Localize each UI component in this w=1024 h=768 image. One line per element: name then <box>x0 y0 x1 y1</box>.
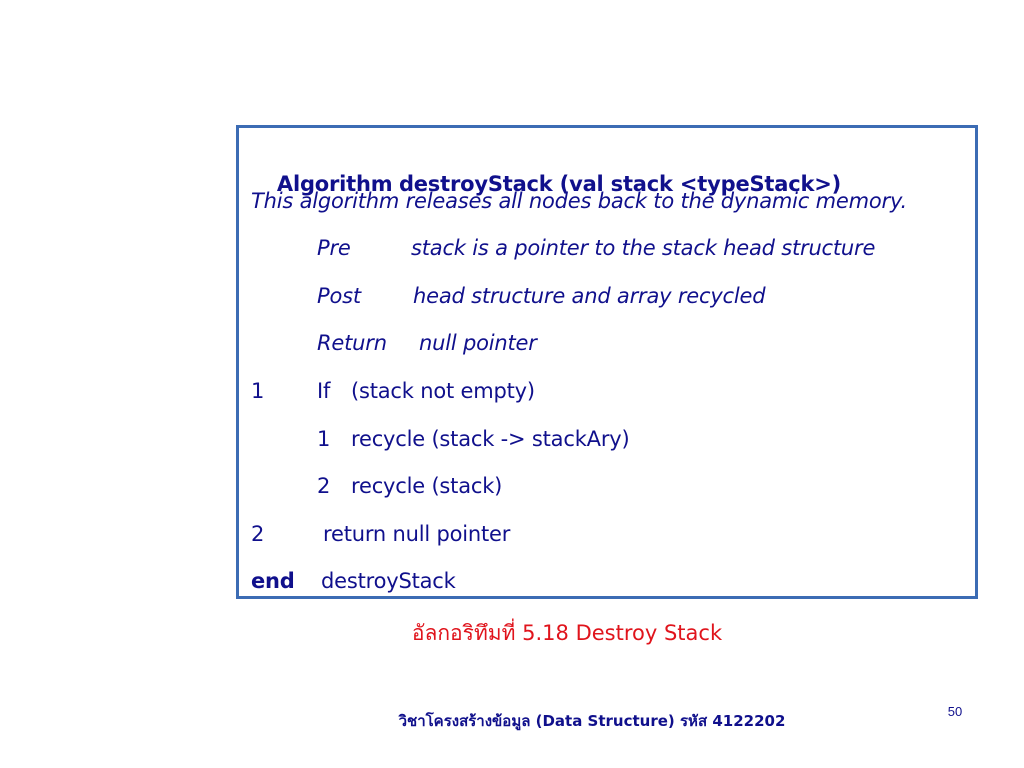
step-line: 1 recycle (stack -> stackAry) <box>251 424 630 454</box>
step-number: 1 <box>251 379 265 403</box>
postcondition-line: Post head structure and array recycled <box>251 281 766 311</box>
step-text: return null pointer <box>323 522 511 546</box>
step-number: 2 <box>317 474 331 498</box>
step-line: 2 return null pointer <box>251 519 510 549</box>
step-line: 1 If (stack not empty) <box>251 376 535 406</box>
step-keyword: If <box>317 379 331 403</box>
return-label: Return <box>317 331 387 355</box>
return-line: Return null pointer <box>251 328 537 358</box>
return-text: null pointer <box>419 331 537 355</box>
algorithm-signature: destroyStack (val stack <typeStack>) <box>398 172 842 196</box>
page-number: 50 <box>947 704 963 719</box>
post-label: Post <box>317 284 361 308</box>
pre-label: Pre <box>317 236 351 260</box>
algorithm-description: This algorithm releases all nodes back t… <box>251 189 908 213</box>
course-footer: วิชาโครงสร้างข้อมูล (Data Structure) รหั… <box>398 712 786 730</box>
figure-caption: อัลกอริทึมที่ 5.18 Destroy Stack <box>411 621 723 645</box>
precondition-line: Pre stack is a pointer to the stack head… <box>251 233 875 263</box>
step-number: 2 <box>251 522 265 546</box>
end-line: end destroyStack <box>251 566 456 596</box>
post-text: head structure and array recycled <box>413 284 766 308</box>
algorithm-header: Algorithm destroyStack (val stack <typeS… <box>251 139 841 196</box>
step-line: 2 recycle (stack) <box>251 471 502 501</box>
end-keyword: end <box>251 569 295 593</box>
algorithm-box: Algorithm destroyStack (val stack <typeS… <box>236 125 978 599</box>
pre-text: stack is a pointer to the stack head str… <box>411 236 876 260</box>
step-number: 1 <box>317 427 331 451</box>
step-text: (stack not empty) <box>351 379 535 403</box>
step-text: recycle (stack -> stackAry) <box>351 427 630 451</box>
end-name: destroyStack <box>321 569 456 593</box>
step-text: recycle (stack) <box>351 474 503 498</box>
algorithm-keyword: Algorithm <box>276 172 393 196</box>
